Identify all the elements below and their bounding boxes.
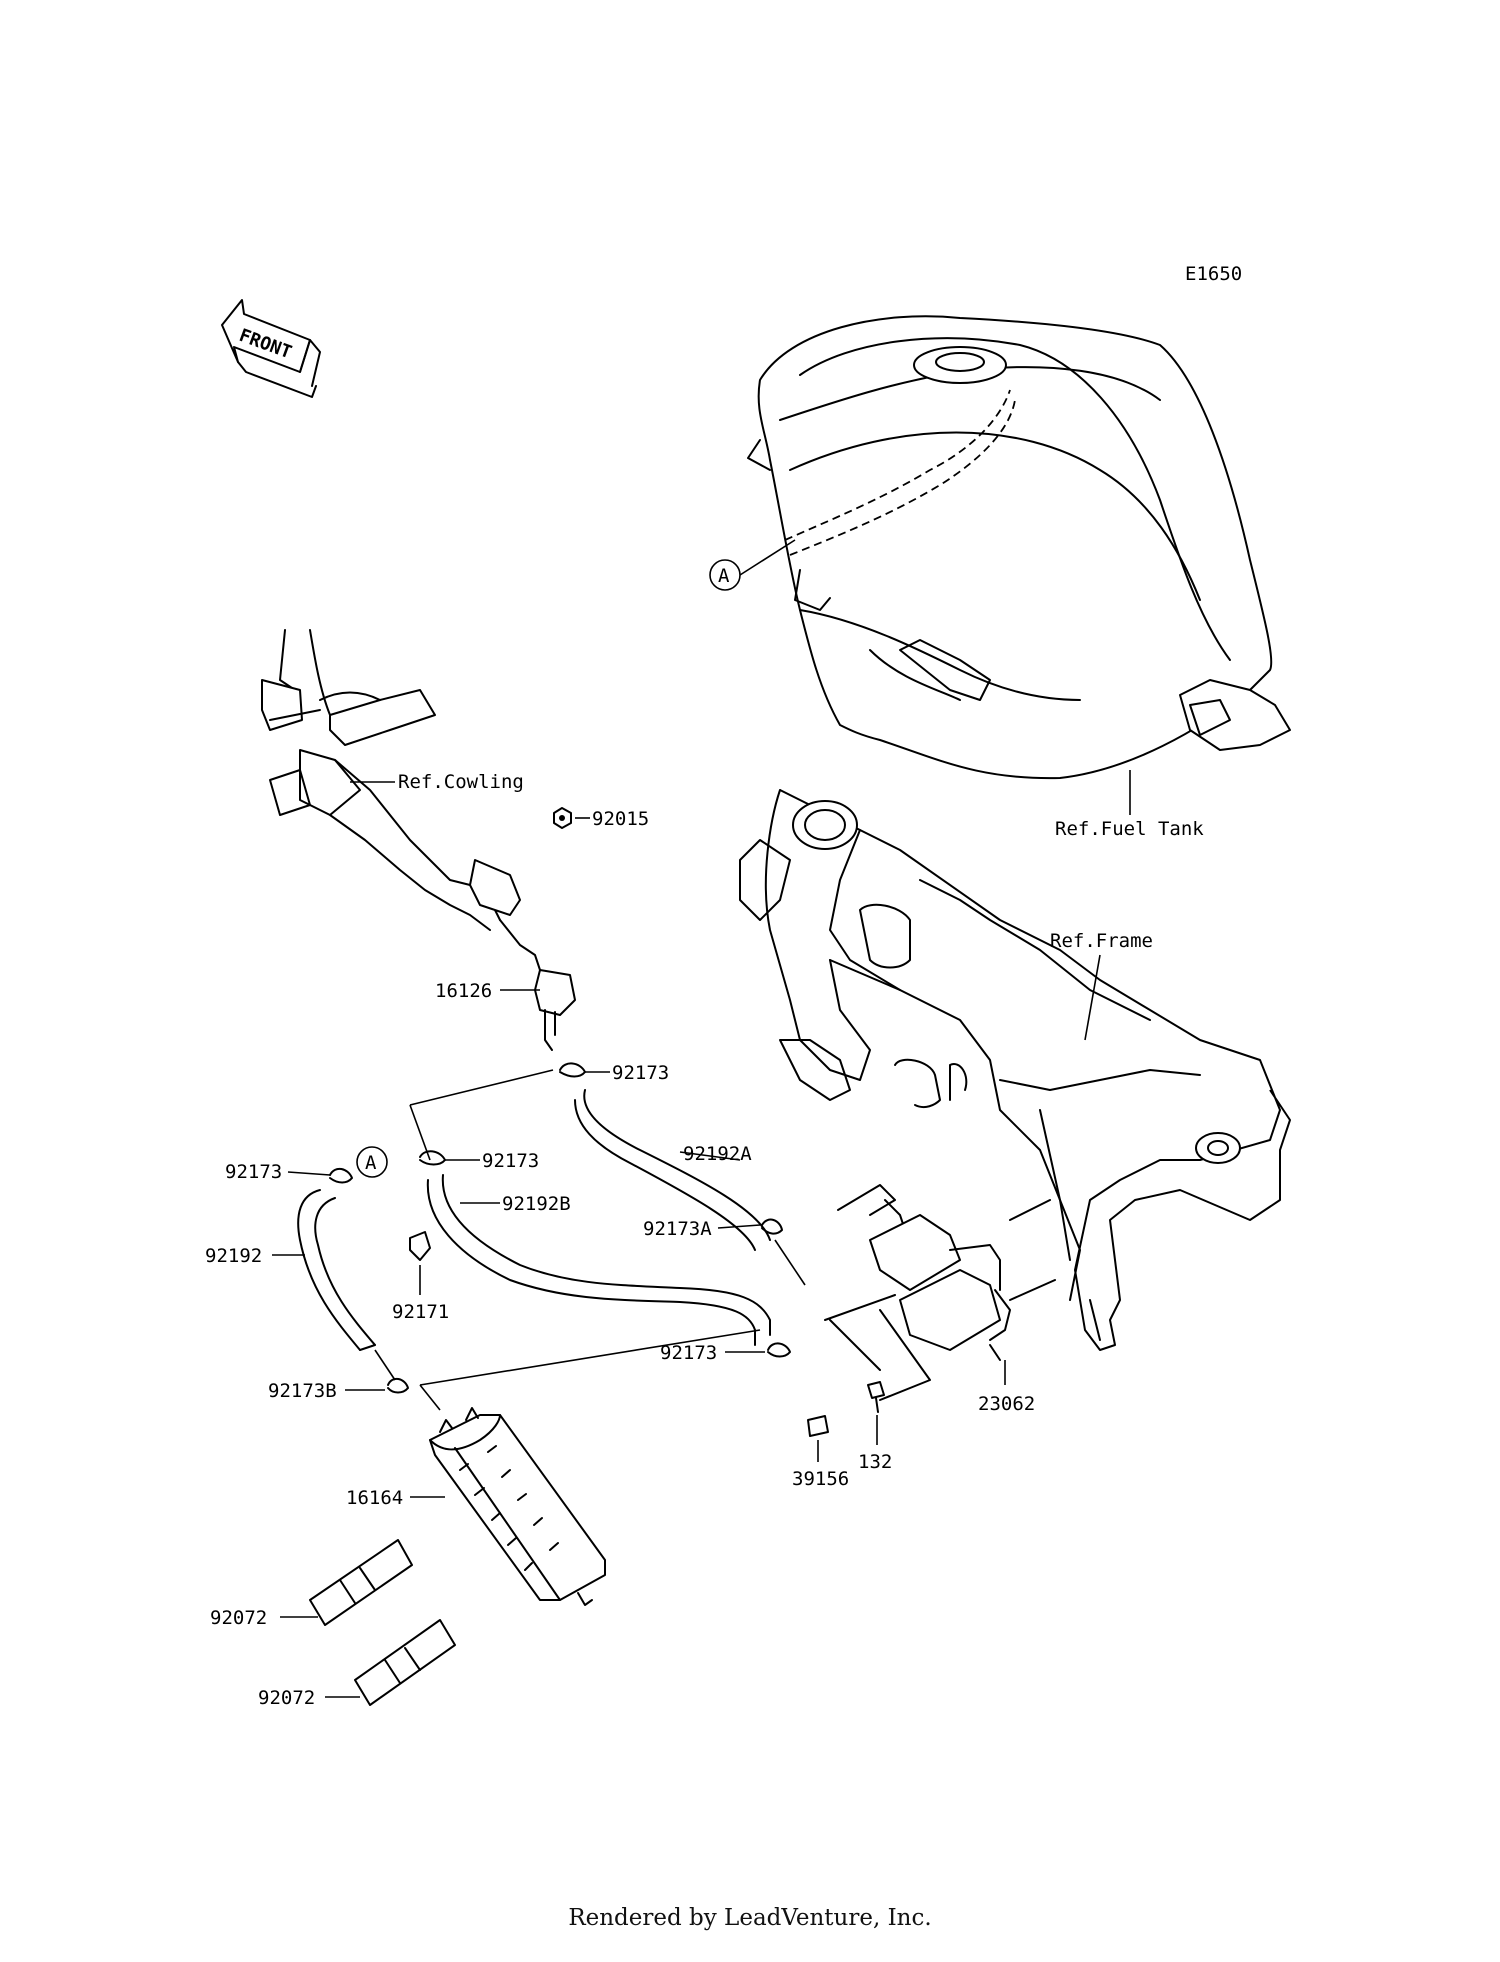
part-92072-a[interactable]: 92072 xyxy=(210,1539,413,1629)
label-92171: 92171 xyxy=(392,1301,449,1323)
label-16126: 16126 xyxy=(435,980,492,1002)
label-132: 132 xyxy=(858,1451,892,1473)
part-92192B[interactable]: 92192B xyxy=(426,1174,771,1346)
label-92072-b: 92072 xyxy=(258,1687,315,1709)
part-92173-low[interactable]: 92173 xyxy=(660,1342,791,1364)
part-92171[interactable]: 92171 xyxy=(392,1231,449,1323)
part-92192[interactable]: 92192 xyxy=(205,1189,376,1351)
label-92173-mid: 92173 xyxy=(482,1150,539,1172)
callout-a-label-lower: A xyxy=(365,1152,377,1174)
part-92192A[interactable]: 92192A xyxy=(574,1089,771,1251)
label-92173-low: 92173 xyxy=(660,1342,717,1364)
callout-a-label: A xyxy=(718,565,730,587)
label-92173B: 92173B xyxy=(268,1380,337,1402)
label-92173A: 92173A xyxy=(643,1218,712,1240)
diagram-id: E1650 xyxy=(1185,263,1242,285)
part-92173-top[interactable]: 92173 xyxy=(559,1062,669,1084)
label-23062: 23062 xyxy=(978,1393,1035,1415)
part-132[interactable]: 132 xyxy=(858,1381,892,1473)
cowling-bracket xyxy=(261,629,541,971)
part-16164[interactable]: 16164 xyxy=(346,1407,606,1606)
label-92015: 92015 xyxy=(592,808,649,830)
part-92072-b[interactable]: 92072 xyxy=(258,1619,456,1709)
part-92173A[interactable]: 92173A xyxy=(643,1218,783,1240)
front-arrow-icon: FRONT xyxy=(221,299,321,398)
part-23062[interactable]: 23062 xyxy=(824,1184,1056,1415)
fuel-tank xyxy=(747,315,1291,815)
label-ref-cowling: Ref.Cowling xyxy=(398,771,524,793)
frame xyxy=(739,789,1291,1351)
label-ref-fuel-tank: Ref.Fuel Tank xyxy=(1055,818,1204,840)
part-39156[interactable]: 39156 xyxy=(792,1415,849,1490)
label-ref-frame: Ref.Frame xyxy=(1050,930,1153,952)
part-92173-mid[interactable]: 92173 xyxy=(419,1150,539,1172)
label-92192: 92192 xyxy=(205,1245,262,1267)
label-92072-a: 92072 xyxy=(210,1607,267,1629)
label-92192A: 92192A xyxy=(683,1143,752,1165)
label-39156: 39156 xyxy=(792,1468,849,1490)
part-16126[interactable]: 16126 xyxy=(435,969,576,1051)
footer-credit: Rendered by LeadVenture, Inc. xyxy=(568,1905,932,1931)
callout-a-circle-lower xyxy=(356,1146,388,1178)
part-92015[interactable]: 92015 xyxy=(553,807,649,830)
part-92173B[interactable]: 92173B xyxy=(268,1377,409,1402)
part-92173-left[interactable]: 92173 xyxy=(225,1161,353,1184)
label-92173-top: 92173 xyxy=(612,1062,669,1084)
label-92173-left: 92173 xyxy=(225,1161,282,1183)
label-92192B: 92192B xyxy=(502,1193,571,1215)
label-16164: 16164 xyxy=(346,1487,403,1509)
